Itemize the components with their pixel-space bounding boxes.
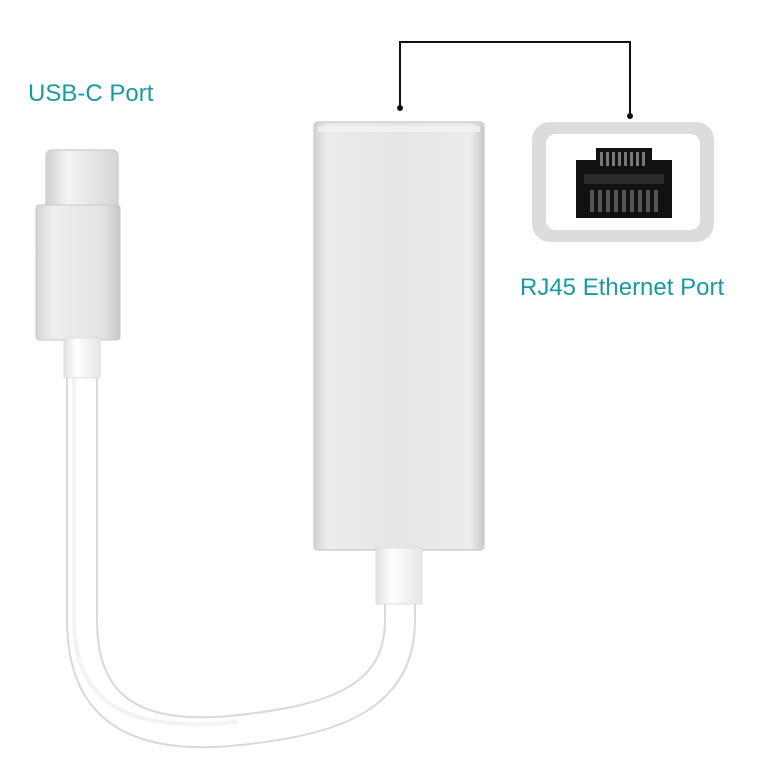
callout-bracket bbox=[397, 41, 633, 119]
adapter-strain-relief bbox=[375, 547, 423, 605]
adapter-body bbox=[313, 121, 485, 605]
rj45-ethernet-port-label: RJ45 Ethernet Port bbox=[520, 274, 725, 301]
usb-c-port-label: USB-C Port bbox=[28, 80, 154, 107]
rj45-socket-icon bbox=[576, 148, 672, 218]
usb-c-strain-relief bbox=[63, 337, 101, 379]
white-cable bbox=[66, 334, 416, 749]
rj45-closeup bbox=[532, 122, 714, 242]
usb-c-housing bbox=[35, 204, 121, 341]
usb-c-plug bbox=[35, 149, 121, 379]
